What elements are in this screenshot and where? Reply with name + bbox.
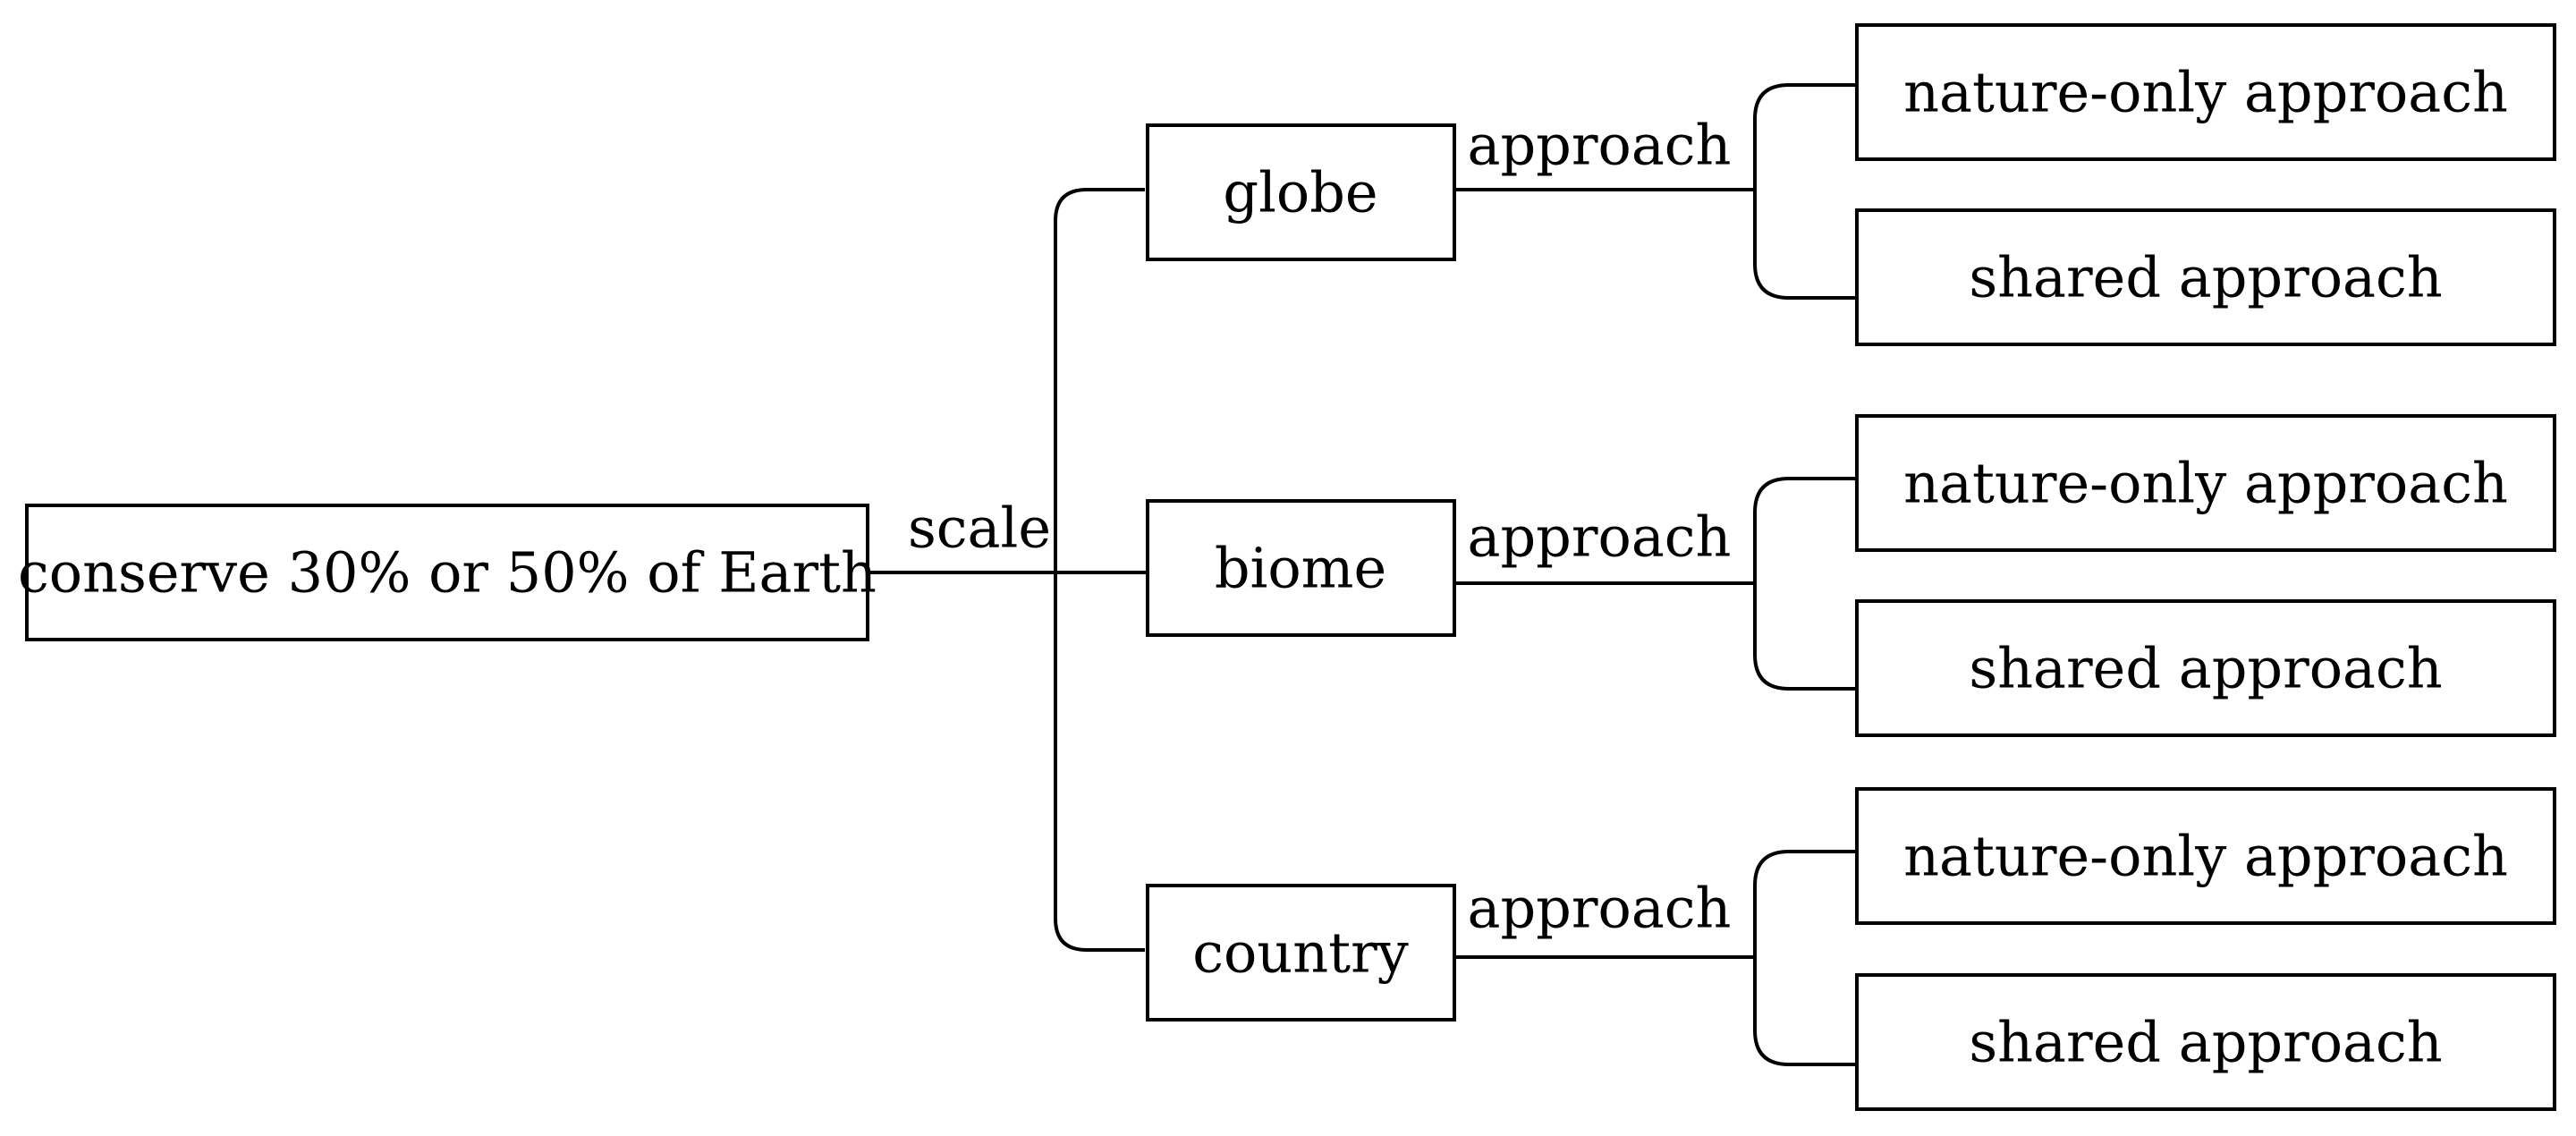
country-nature-only-label: nature-only approach (1903, 824, 2508, 889)
globe-shared-box (1855, 208, 2556, 346)
globe-label: globe (1223, 160, 1377, 225)
biome-approach-edge-label: approach (1468, 504, 1732, 570)
biome-box (1146, 499, 1456, 637)
country-shared-label: shared approach (1969, 1010, 2442, 1075)
biome-nature-only-box (1855, 414, 2556, 552)
connector-biome-children (1753, 477, 1857, 691)
country-approach-edge-label: approach (1468, 876, 1732, 941)
country-label: country (1192, 920, 1409, 986)
globe-shared-label: shared approach (1969, 245, 2442, 310)
globe-nature-only-label: nature-only approach (1903, 60, 2508, 125)
branch-country: country approach nature-only approach sh… (1146, 787, 2556, 1111)
biome-shared-box (1855, 599, 2556, 737)
branch-biome: biome approach nature-only approach shar… (1146, 414, 2556, 737)
connectors (868, 83, 1857, 1066)
biome-shared-label: shared approach (1969, 636, 2442, 701)
globe-box (1146, 123, 1456, 261)
globe-nature-only-box (1855, 23, 2556, 161)
connector-globe-children (1753, 83, 1857, 300)
country-nature-only-box (1855, 787, 2556, 925)
country-shared-box (1855, 973, 2556, 1111)
connector-country-children (1753, 850, 1857, 1066)
scale-edge-label: scale (908, 496, 1051, 561)
branch-globe: globe approach nature-only approach shar… (1146, 23, 2556, 346)
connector-scale-trunk (1054, 188, 1145, 952)
root-box (25, 504, 869, 641)
globe-approach-edge-label: approach (1468, 113, 1732, 178)
root-node: conserve 30% or 50% of Earth (18, 504, 877, 641)
biome-nature-only-label: nature-only approach (1903, 451, 2508, 516)
biome-label: biome (1215, 536, 1386, 601)
root-label: conserve 30% or 50% of Earth (18, 540, 877, 606)
country-box (1146, 884, 1456, 1022)
